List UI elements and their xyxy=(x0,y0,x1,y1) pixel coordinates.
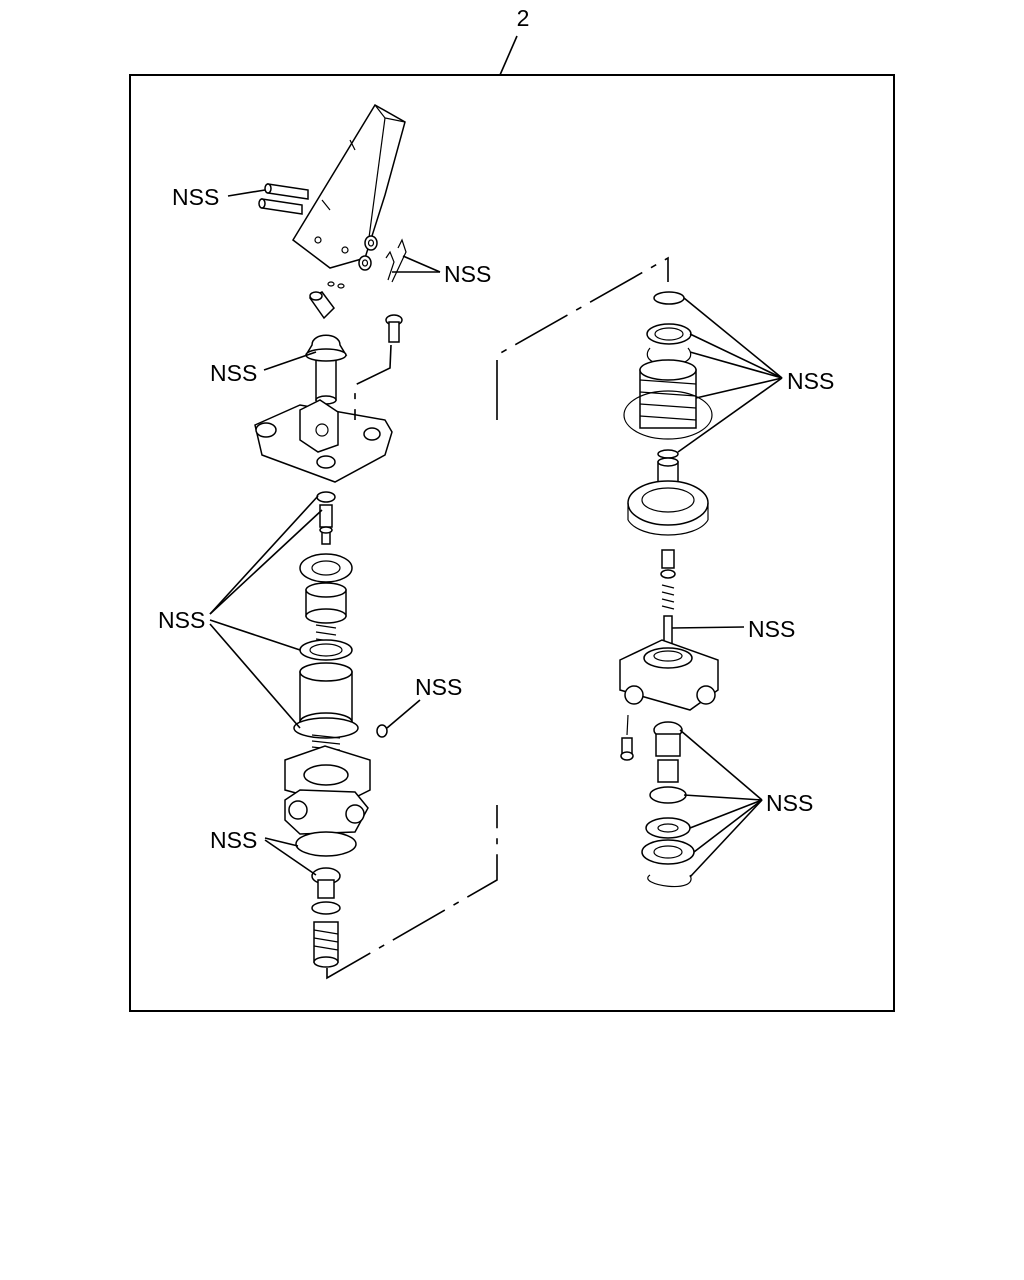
right-spring xyxy=(660,549,676,647)
right-body xyxy=(619,639,719,711)
callout-right-upper-kit: NSS xyxy=(677,297,834,453)
svg-text:NSS: NSS xyxy=(172,184,219,210)
svg-text:NSS: NSS xyxy=(787,368,834,394)
pivot-pins xyxy=(258,183,309,215)
right-upper-kit-parts xyxy=(623,291,713,459)
lower-stack xyxy=(311,867,341,968)
svg-text:NSS: NSS xyxy=(748,616,795,642)
roller xyxy=(308,281,345,320)
svg-text:NSS: NSS xyxy=(210,827,257,853)
right-lower-parts xyxy=(641,721,695,888)
svg-text:NSS: NSS xyxy=(210,360,257,386)
callout-right-lower-kit: NSS xyxy=(679,729,813,878)
washers xyxy=(358,235,378,271)
valve-stack xyxy=(293,491,388,751)
callout-cotter-pins: NSS xyxy=(392,255,491,287)
item-number: 2 xyxy=(517,5,530,31)
item-number-leader xyxy=(499,35,518,76)
callout-lower-seals: NSS xyxy=(210,827,317,876)
upper-axis-leader xyxy=(354,344,392,420)
plunger xyxy=(304,334,348,405)
callout-pin-set: NSS xyxy=(172,184,266,210)
upper-housing xyxy=(254,399,393,483)
main-body xyxy=(284,745,371,857)
bolt-top xyxy=(385,314,403,343)
diagram-frame xyxy=(129,74,895,1012)
svg-text:NSS: NSS xyxy=(415,674,462,700)
svg-text:NSS: NSS xyxy=(158,607,205,633)
callout-small-clip: NSS xyxy=(386,674,462,729)
callout-upper-spring-kit: NSS xyxy=(158,495,323,729)
connection-leader-top xyxy=(496,256,669,420)
pedal-arm xyxy=(292,103,406,269)
callout-right-stem: NSS xyxy=(671,616,795,642)
svg-text:NSS: NSS xyxy=(444,261,491,287)
svg-text:NSS: NSS xyxy=(766,790,813,816)
piston xyxy=(627,457,709,536)
connection-leader xyxy=(326,805,498,980)
cotter-pin-pair xyxy=(385,238,407,283)
right-bolt xyxy=(620,714,634,761)
callout-plunger-boot: NSS xyxy=(210,351,317,386)
